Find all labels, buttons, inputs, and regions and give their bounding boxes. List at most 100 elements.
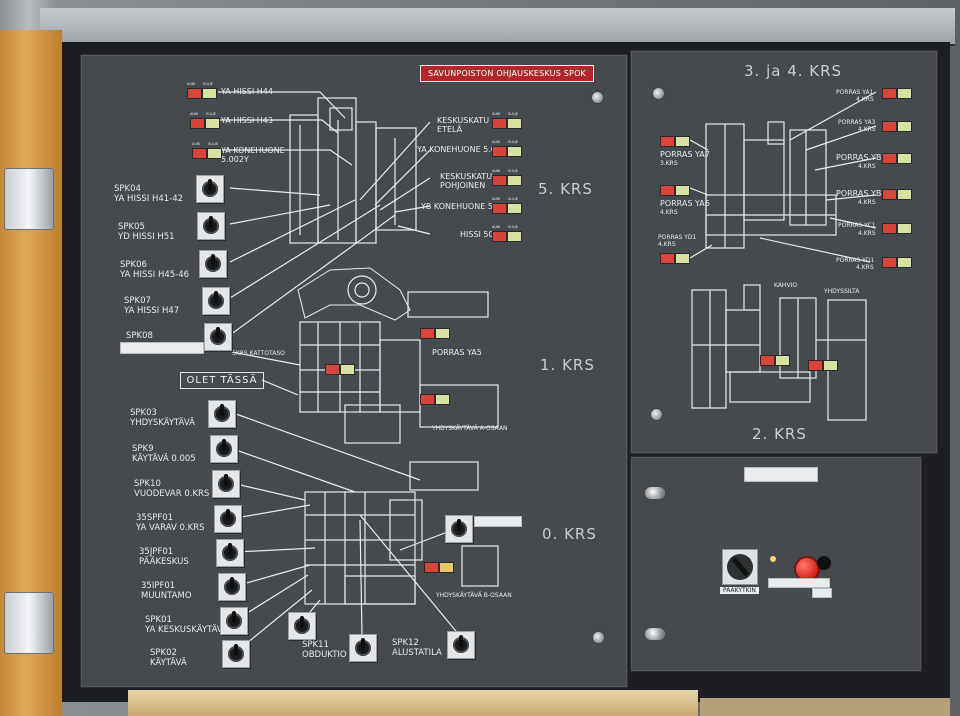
switch-spk10[interactable] <box>212 470 240 498</box>
switch-code: 35IPF01 <box>141 581 176 591</box>
blank-label-plate <box>768 578 830 588</box>
label-porras-yd1-2: 4.KRS <box>658 241 676 248</box>
floor-label-1krs: 1. KRS <box>540 356 595 374</box>
lamp-caption: AUKI <box>192 142 201 146</box>
red-push-button[interactable] <box>794 556 820 582</box>
switch-spk04[interactable] <box>196 175 224 203</box>
lamp-red-icon <box>760 355 775 366</box>
label-porras-ya6-2: 4.KRS <box>660 209 678 216</box>
switch-spk06[interactable] <box>199 250 227 278</box>
switch-code: SPK01 <box>145 615 172 625</box>
switch-35spf01[interactable] <box>214 505 242 533</box>
door-latch-handle[interactable] <box>645 487 665 499</box>
lamp-green-icon <box>202 88 217 99</box>
lamp-green-icon <box>507 146 522 157</box>
lamp-red-icon <box>492 203 507 214</box>
label-ya-konehuone-no: 5.002Y <box>221 155 249 164</box>
lamp-yhdyskaytava-a <box>420 394 450 406</box>
lamp-red-icon <box>882 223 897 234</box>
lamp-green-icon <box>897 121 912 132</box>
rotary-knob-icon <box>355 638 371 656</box>
lamp-caption: SULJE <box>508 169 518 173</box>
lamp-green-icon <box>435 394 450 405</box>
door-hinge-bottom <box>4 592 54 654</box>
lamp-caption: SULJE <box>508 197 518 201</box>
lamp-green-icon <box>675 253 690 264</box>
label-porras-yc1-1: PORRAS YC1 <box>838 222 876 229</box>
switch-spk02[interactable] <box>222 640 250 668</box>
label-keskuskatu-etela-2: ETELÄ <box>437 125 463 134</box>
label-porras-ya1-1: PORRAS YA1 <box>836 89 874 96</box>
switch-name: YA HISSI H45-46 <box>120 270 190 280</box>
floor-label-3-4krs: 3. ja 4. KRS <box>744 62 843 80</box>
lamp-kattotaso <box>325 364 355 376</box>
switch-35ipf01[interactable] <box>218 573 246 601</box>
rotary-knob-icon <box>208 291 224 309</box>
rotary-knob-icon <box>453 635 469 653</box>
switch-spk11[interactable] <box>349 634 377 662</box>
label-keskuskatu-etela-1: KESKUSKATU <box>437 116 490 125</box>
switch-0krs-right[interactable] <box>445 515 473 543</box>
rotary-knob-icon <box>202 179 218 197</box>
lamp-green-icon <box>897 88 912 99</box>
switch-35jpf01[interactable] <box>216 539 244 567</box>
lamp-green-icon <box>340 364 355 375</box>
lamp-red-icon <box>420 394 435 405</box>
switch-spk07[interactable] <box>202 287 230 315</box>
label-porras-ya3-1: PORRAS YA3 <box>838 119 876 126</box>
lamp-caption: AUKI <box>187 82 196 86</box>
lamp-caption: SULJE <box>208 142 218 146</box>
lamp-green-icon <box>897 189 912 200</box>
lamp-green-icon <box>507 118 522 129</box>
label-yb-konehuone: YB KONEHUONE 5.004Y <box>421 202 516 211</box>
lamp-porras-ya1 <box>882 88 912 100</box>
switch-code: SPK11 <box>302 640 329 650</box>
lamp-yhdyskaytava-b <box>424 562 454 574</box>
label-porras-yd1b-2: 4.KRS <box>856 264 874 271</box>
lamp-green-icon <box>897 223 912 234</box>
lamp-ya-konehuone: AUKI SULJE <box>192 142 222 160</box>
switch-spk9[interactable] <box>210 435 238 463</box>
switch-spk12[interactable] <box>447 631 475 659</box>
main-rotary-switch[interactable] <box>722 549 758 585</box>
label-porras-ya3-2: 4.KRS <box>858 126 876 133</box>
lamp-green-icon <box>207 148 222 159</box>
label-porras-yb2-2: 4.KRS <box>858 199 876 206</box>
switch-spk01[interactable] <box>220 607 248 635</box>
label-porras-yd1b-1: PORRAS YD1 <box>836 257 875 264</box>
switch-unlabeled[interactable] <box>288 612 316 640</box>
label-yhdyssilta: YHDYSSILTA <box>824 288 860 295</box>
switch-spk08[interactable] <box>204 323 232 351</box>
lamp-red-icon <box>882 257 897 268</box>
panel-title: SAVUNPOISTON OHJAUSKESKUS SPOK <box>420 65 594 82</box>
blank-label-plate <box>474 516 522 527</box>
lamp-porras-yc1 <box>882 223 912 235</box>
black-push-button[interactable] <box>817 556 831 570</box>
label-kahvio: KAHVIO <box>774 282 798 289</box>
label-porras-yb2-1: PORRAS YB2 <box>836 189 887 198</box>
door-latch-handle[interactable] <box>645 628 665 640</box>
switch-spk03[interactable] <box>208 400 236 428</box>
floor-label-5krs: 5. KRS <box>538 180 593 198</box>
lamp-red-icon <box>808 360 823 371</box>
screw-icon <box>591 91 604 104</box>
lamp-caption: SULJE <box>508 225 518 229</box>
lamp-porras-yb1 <box>882 153 912 165</box>
label-ya-konehuone-5003: YA KONEHUONE 5.003Y <box>417 145 511 154</box>
switch-code: SPK10 <box>134 479 161 489</box>
switch-spk05[interactable] <box>197 212 225 240</box>
rotary-knob-icon <box>218 474 234 492</box>
switch-name: VUODEVAR 0.KRS <box>134 489 210 499</box>
lamp-caption: SULJE <box>508 112 518 116</box>
rotary-knob-icon <box>205 254 221 272</box>
